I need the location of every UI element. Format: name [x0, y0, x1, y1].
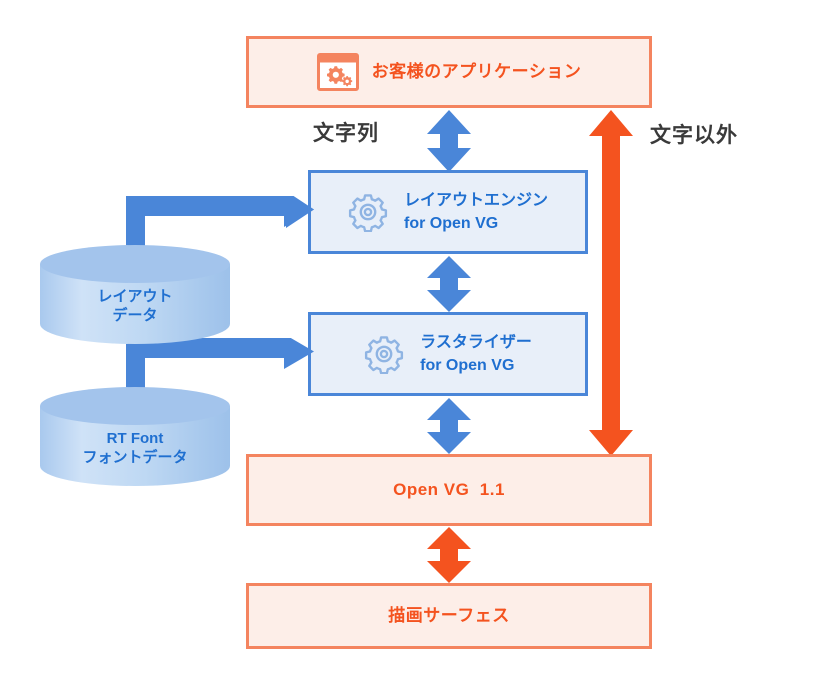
arrow-layout-engine-to-rasterizer [425, 256, 473, 312]
application-label: お客様のアプリケーション [371, 61, 582, 81]
app-window-gears-icon [316, 53, 359, 91]
node-drawing-surface[interactable]: 描画サーフェス [246, 583, 652, 649]
gear-icon [348, 192, 388, 233]
openvg-label: Open VG 1.1 [393, 479, 505, 499]
caption-non-text-path: 文字以外 [650, 124, 738, 147]
drawing-surface-label: 描画サーフェス [388, 605, 510, 625]
arrow-openvg-to-surface [425, 527, 473, 583]
layout-engine-content: レイアウトエンジン for Open VG [348, 189, 548, 235]
layout-engine-label: レイアウトエンジン for Open VG [403, 191, 548, 232]
arrow-application-to-openvg [587, 110, 635, 456]
node-openvg[interactable]: Open VG 1.1 [246, 454, 652, 526]
rasterizer-label: ラスタライザー for Open VG [420, 333, 532, 374]
arrow-font-data-to-rasterizer [126, 334, 314, 394]
node-rasterizer[interactable]: ラスタライザー for Open VG [308, 312, 588, 396]
arrow-layout-data-to-layout-engine [126, 188, 314, 252]
node-layout-engine[interactable]: レイアウトエンジン for Open VG [308, 170, 588, 254]
rasterizer-content: ラスタライザー for Open VG [364, 331, 532, 377]
arrow-rasterizer-to-openvg [425, 398, 473, 454]
node-layout-data[interactable]: レイアウト データ [38, 244, 232, 344]
arrow-app-to-layout-engine [425, 110, 473, 172]
application-content: お客様のアプリケーション [316, 53, 582, 91]
caption-text-path: 文字列 [313, 122, 379, 145]
gear-icon [364, 334, 404, 375]
node-font-data[interactable]: RT Font フォントデータ [38, 386, 232, 486]
node-application[interactable]: お客様のアプリケーション [246, 36, 652, 108]
